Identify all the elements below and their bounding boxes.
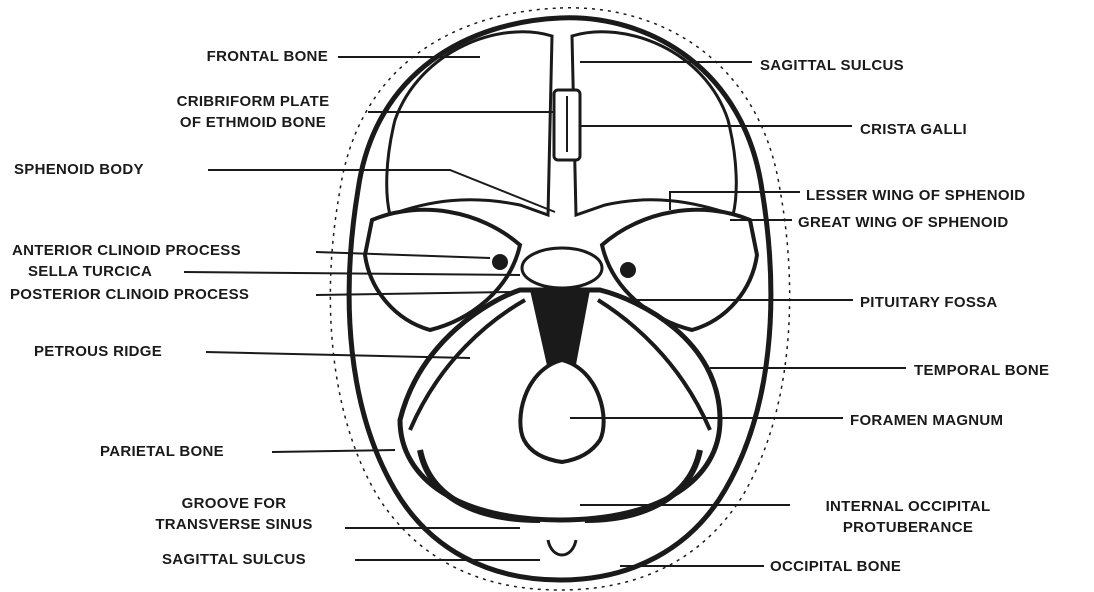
label-cribriform-line2: OF ETHMOID BONE	[142, 112, 364, 133]
anterior-clinoid-right	[620, 262, 636, 278]
label-sella-turcica: SELLA TURCICA	[28, 261, 152, 282]
sella-turcica-shape	[522, 248, 602, 288]
label-crista-galli: CRISTA GALLI	[860, 119, 967, 140]
anterior-clinoid-left	[492, 254, 508, 270]
label-internal-occipital-protuberance: INTERNAL OCCIPITAL PROTUBERANCE	[796, 496, 1020, 538]
label-sphenoid-body: SPHENOID BODY	[14, 159, 144, 180]
label-pituitary-fossa: PITUITARY FOSSA	[860, 292, 998, 313]
label-sagittal-sulcus-top: SAGITTAL SULCUS	[760, 55, 904, 76]
label-cribriform-plate: CRIBRIFORM PLATE OF ETHMOID BONE	[142, 91, 364, 133]
label-posterior-clinoid-process: POSTERIOR CLINOID PROCESS	[10, 284, 249, 305]
label-temporal-bone: TEMPORAL BONE	[914, 360, 1049, 381]
label-parietal-bone: PARIETAL BONE	[100, 441, 224, 462]
label-occipital-bone: OCCIPITAL BONE	[770, 556, 901, 577]
label-lesser-wing-of-sphenoid: LESSER WING OF SPHENOID	[806, 185, 1025, 206]
label-foramen-magnum: FORAMEN MAGNUM	[850, 410, 1003, 431]
label-great-wing-of-sphenoid: GREAT WING OF SPHENOID	[798, 212, 1009, 233]
label-frontal-bone: FRONTAL BONE	[140, 46, 328, 67]
label-groove-transverse-sinus: GROOVE FOR TRANSVERSE SINUS	[126, 493, 342, 535]
label-cribriform-line1: CRIBRIFORM PLATE	[142, 91, 364, 112]
label-anterior-clinoid-process: ANTERIOR CLINOID PROCESS	[12, 240, 241, 261]
label-internal-occipital-line2: PROTUBERANCE	[796, 517, 1020, 538]
label-petrous-ridge: PETROUS RIDGE	[34, 341, 162, 362]
frontal-right-lobe	[572, 32, 736, 215]
label-groove-line1: GROOVE FOR	[126, 493, 342, 514]
label-sagittal-sulcus-bottom: SAGITTAL SULCUS	[162, 549, 306, 570]
label-internal-occipital-line1: INTERNAL OCCIPITAL	[796, 496, 1020, 517]
frontal-left-lobe	[387, 32, 552, 215]
label-groove-line2: TRANSVERSE SINUS	[126, 514, 342, 535]
